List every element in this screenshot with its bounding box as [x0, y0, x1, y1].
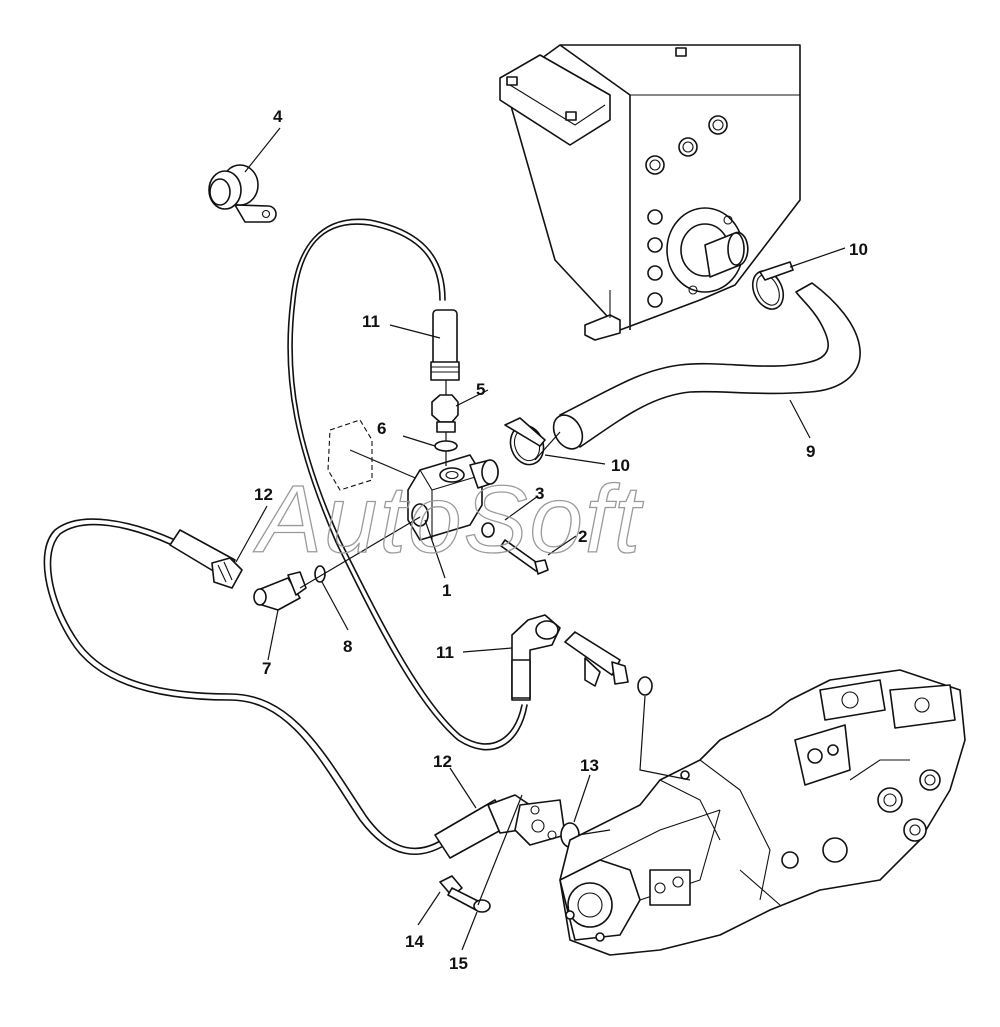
hose-clamp-lower [504, 417, 546, 466]
hose-clamp-upper [751, 261, 794, 310]
hose-fitting-upper [430, 309, 460, 381]
callout-1: 1 [442, 581, 451, 600]
watermark: AutoSoft [253, 466, 644, 573]
callout-7: 7 [262, 659, 271, 678]
o-ring-valve [637, 676, 653, 696]
bolt [500, 539, 549, 575]
callout-15: 15 [449, 954, 468, 973]
callout-12-left: 12 [254, 485, 273, 504]
callout-12-lower: 12 [433, 752, 452, 771]
callout-10-lower: 10 [611, 456, 630, 475]
suction-hose [552, 282, 861, 450]
callout-2: 2 [578, 527, 587, 546]
callout-3: 3 [535, 484, 544, 503]
assembly-lines [299, 380, 691, 906]
callout-14: 14 [405, 932, 424, 951]
hose-fitting-left [169, 529, 243, 589]
washer [473, 899, 491, 913]
elbow-fitting [253, 571, 307, 611]
o-ring-upper [434, 440, 458, 452]
callout-11-upper: 11 [362, 312, 380, 331]
callout-4: 4 [273, 107, 283, 126]
hose-fitting-lower [511, 614, 561, 701]
callout-5: 5 [476, 380, 485, 399]
leader-lines [235, 127, 846, 951]
pilot-hoses [43, 218, 528, 856]
callout-8: 8 [343, 637, 352, 656]
hose-fitting-flange [434, 794, 566, 859]
callout-6: 6 [377, 419, 386, 438]
callout-labels: 4 10 11 5 6 10 9 3 12 2 1 7 8 11 12 13 1… [254, 107, 868, 973]
callout-11-lower: 11 [436, 643, 454, 662]
hydraulic-tank [499, 44, 801, 341]
hose-clip [208, 164, 277, 223]
hydraulic-pump [559, 669, 966, 956]
flange-bolt [439, 875, 481, 911]
callout-13: 13 [580, 756, 599, 775]
check-valve [564, 631, 629, 687]
callout-10-upper: 10 [849, 240, 868, 259]
callout-9: 9 [806, 442, 815, 461]
valve-block [407, 454, 499, 541]
adapter [431, 394, 459, 433]
